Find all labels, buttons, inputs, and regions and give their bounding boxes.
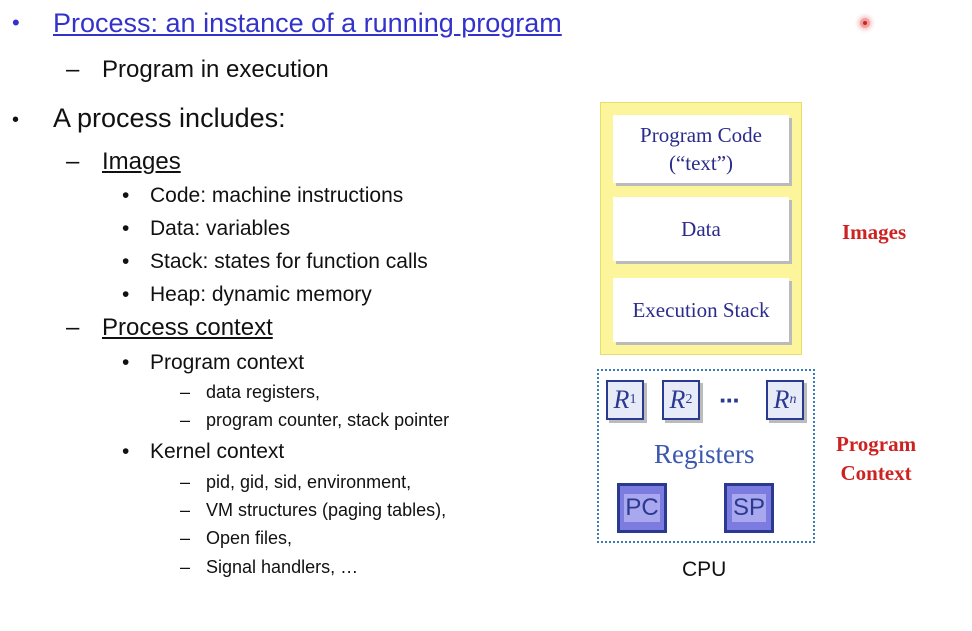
register-r1-letter: R <box>613 385 630 414</box>
segment-code-line2: (“text”) <box>668 151 734 175</box>
context-dash: – <box>66 314 80 341</box>
context-label-line2: Context <box>840 461 912 485</box>
register-pc: PC <box>617 483 667 533</box>
registers-ellipsis: ··· <box>719 385 741 415</box>
includes-heading: A process includes: <box>53 103 286 133</box>
kernel-context-dash: – <box>180 528 191 548</box>
title-bullet: • <box>12 10 20 35</box>
registers-label: Registers <box>654 439 755 469</box>
segment-execution-stack: Execution Stack <box>613 278 789 342</box>
program-context-bullet: • <box>122 351 130 374</box>
images-label: Images <box>842 220 907 244</box>
process-context-heading: Process context <box>102 314 273 341</box>
segment-code-line1: Program Code <box>640 123 762 147</box>
register-sp-label: SP <box>731 494 766 522</box>
images-item-bullet: • <box>122 250 130 273</box>
register-r1-sub: 1 <box>629 392 637 407</box>
context-label-line1: Program <box>836 432 917 456</box>
title-sub-dash: – <box>66 56 80 83</box>
slide-title[interactable]: Process: an instance of a running progra… <box>53 8 562 38</box>
cpu-label: CPU <box>682 558 727 581</box>
images-dash: – <box>66 148 80 175</box>
segment-data: Data <box>613 197 789 261</box>
kernel-context-item: Open files, <box>206 528 293 548</box>
kernel-context-dash: – <box>180 500 191 520</box>
images-item-bullet: • <box>122 283 130 306</box>
kernel-context-label: Kernel context <box>150 440 285 463</box>
images-item-stack: Stack: states for function calls <box>150 250 428 273</box>
images-item-bullet: • <box>122 184 130 207</box>
kernel-context-item: Signal handlers, … <box>206 557 359 577</box>
register-rn-sub: n <box>789 392 797 407</box>
program-context-item: program counter, stack pointer <box>206 410 450 430</box>
register-r2-letter: R <box>669 385 686 414</box>
images-item-code: Code: machine instructions <box>150 184 404 207</box>
program-context-diagram-label: Program Context <box>836 430 916 488</box>
kernel-context-item: VM structures (paging tables), <box>206 500 447 520</box>
title-sub-text: Program in execution <box>102 56 329 83</box>
kernel-context-dash: – <box>180 557 191 577</box>
laser-pointer-icon <box>860 18 870 28</box>
program-context-label: Program context <box>150 351 305 374</box>
segment-program-code: Program Code (“text”) <box>613 115 789 183</box>
kernel-context-item: pid, gid, sid, environment, <box>206 472 412 492</box>
register-rn-letter: R <box>773 385 790 414</box>
includes-bullet: • <box>12 109 20 131</box>
images-heading: Images <box>102 148 181 175</box>
register-pc-label: PC <box>624 494 660 522</box>
images-item-data: Data: variables <box>150 217 291 240</box>
program-context-dash: – <box>180 410 191 430</box>
kernel-context-dash: – <box>180 472 191 492</box>
kernel-context-bullet: • <box>122 440 130 463</box>
register-r2-sub: 2 <box>685 392 693 407</box>
cpu-context-block <box>597 369 815 543</box>
program-context-item: data registers, <box>206 382 321 402</box>
program-context-dash: – <box>180 382 191 402</box>
images-item-heap: Heap: dynamic memory <box>150 283 372 306</box>
register-sp: SP <box>724 483 774 533</box>
images-item-bullet: • <box>122 217 130 240</box>
